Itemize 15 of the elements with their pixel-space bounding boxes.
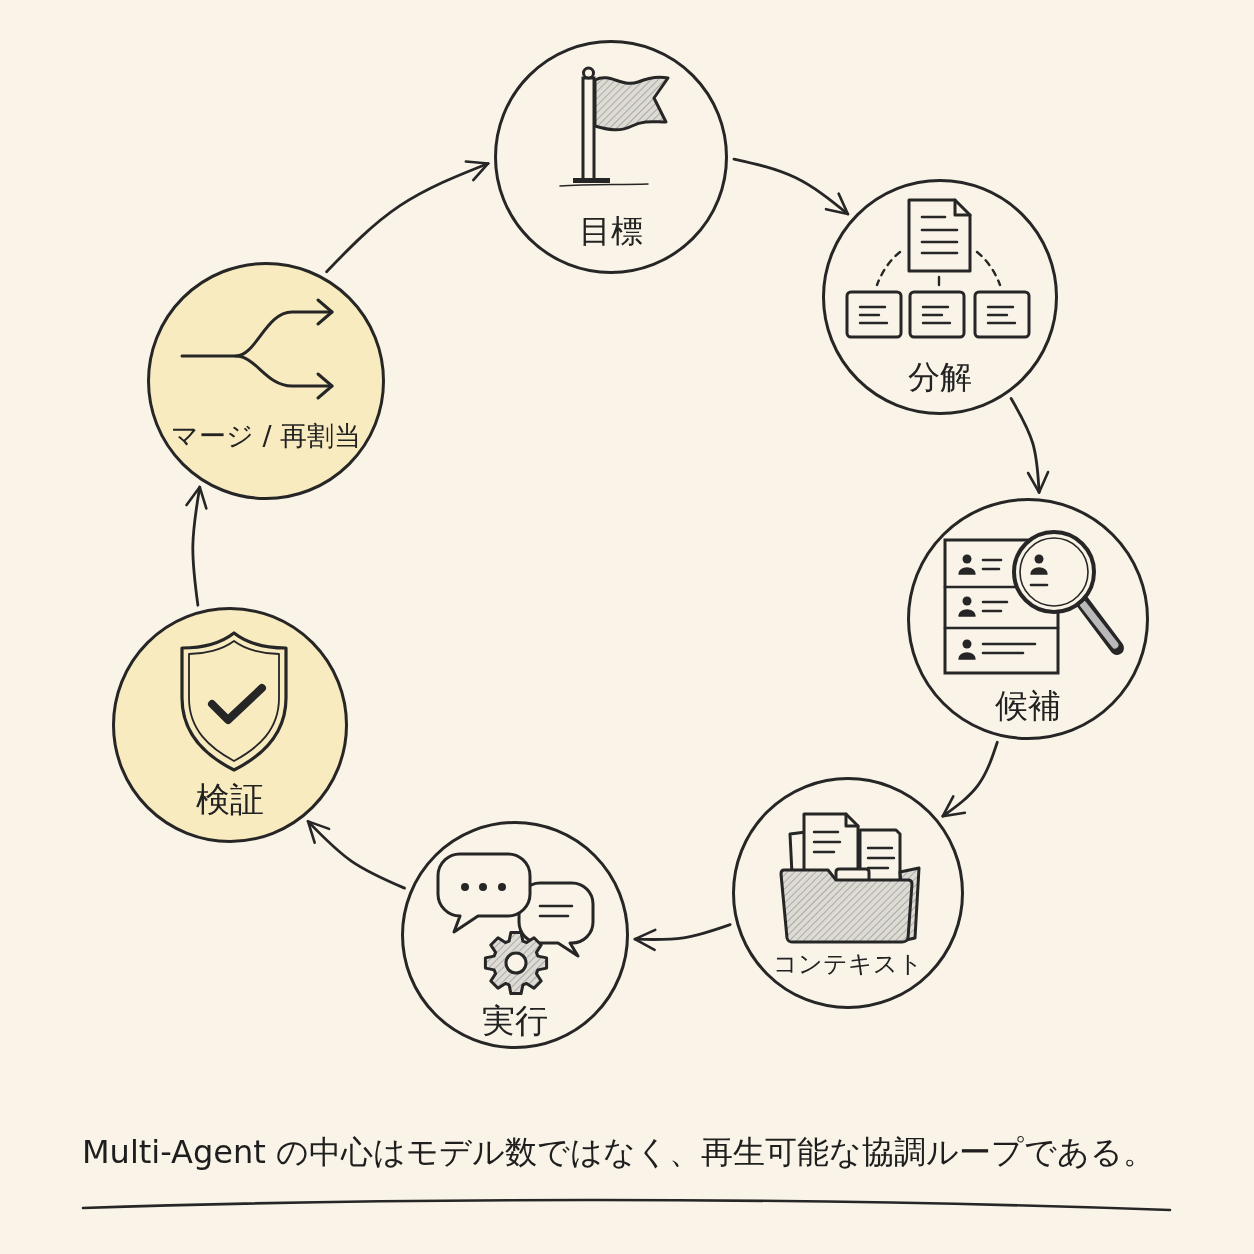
arrow (1009, 397, 1050, 494)
caption: Multi-Agent の中心はモデル数ではなく、再生可能な協調ループである。 (82, 1132, 1155, 1173)
arrow (325, 160, 490, 274)
step-label: 候補 (995, 687, 1061, 725)
step-label: 実行 (482, 1002, 548, 1040)
arrow (185, 485, 208, 607)
step-label: 目標 (579, 212, 643, 250)
arrow (633, 923, 732, 952)
arrow (941, 740, 999, 818)
step-label: 分解 (908, 358, 972, 396)
arrow (306, 819, 406, 890)
step-label: コンテキスト (773, 951, 923, 979)
step-label: 検証 (196, 780, 264, 820)
arrow (732, 157, 850, 216)
step-label: マージ / 再割当 (170, 420, 362, 452)
